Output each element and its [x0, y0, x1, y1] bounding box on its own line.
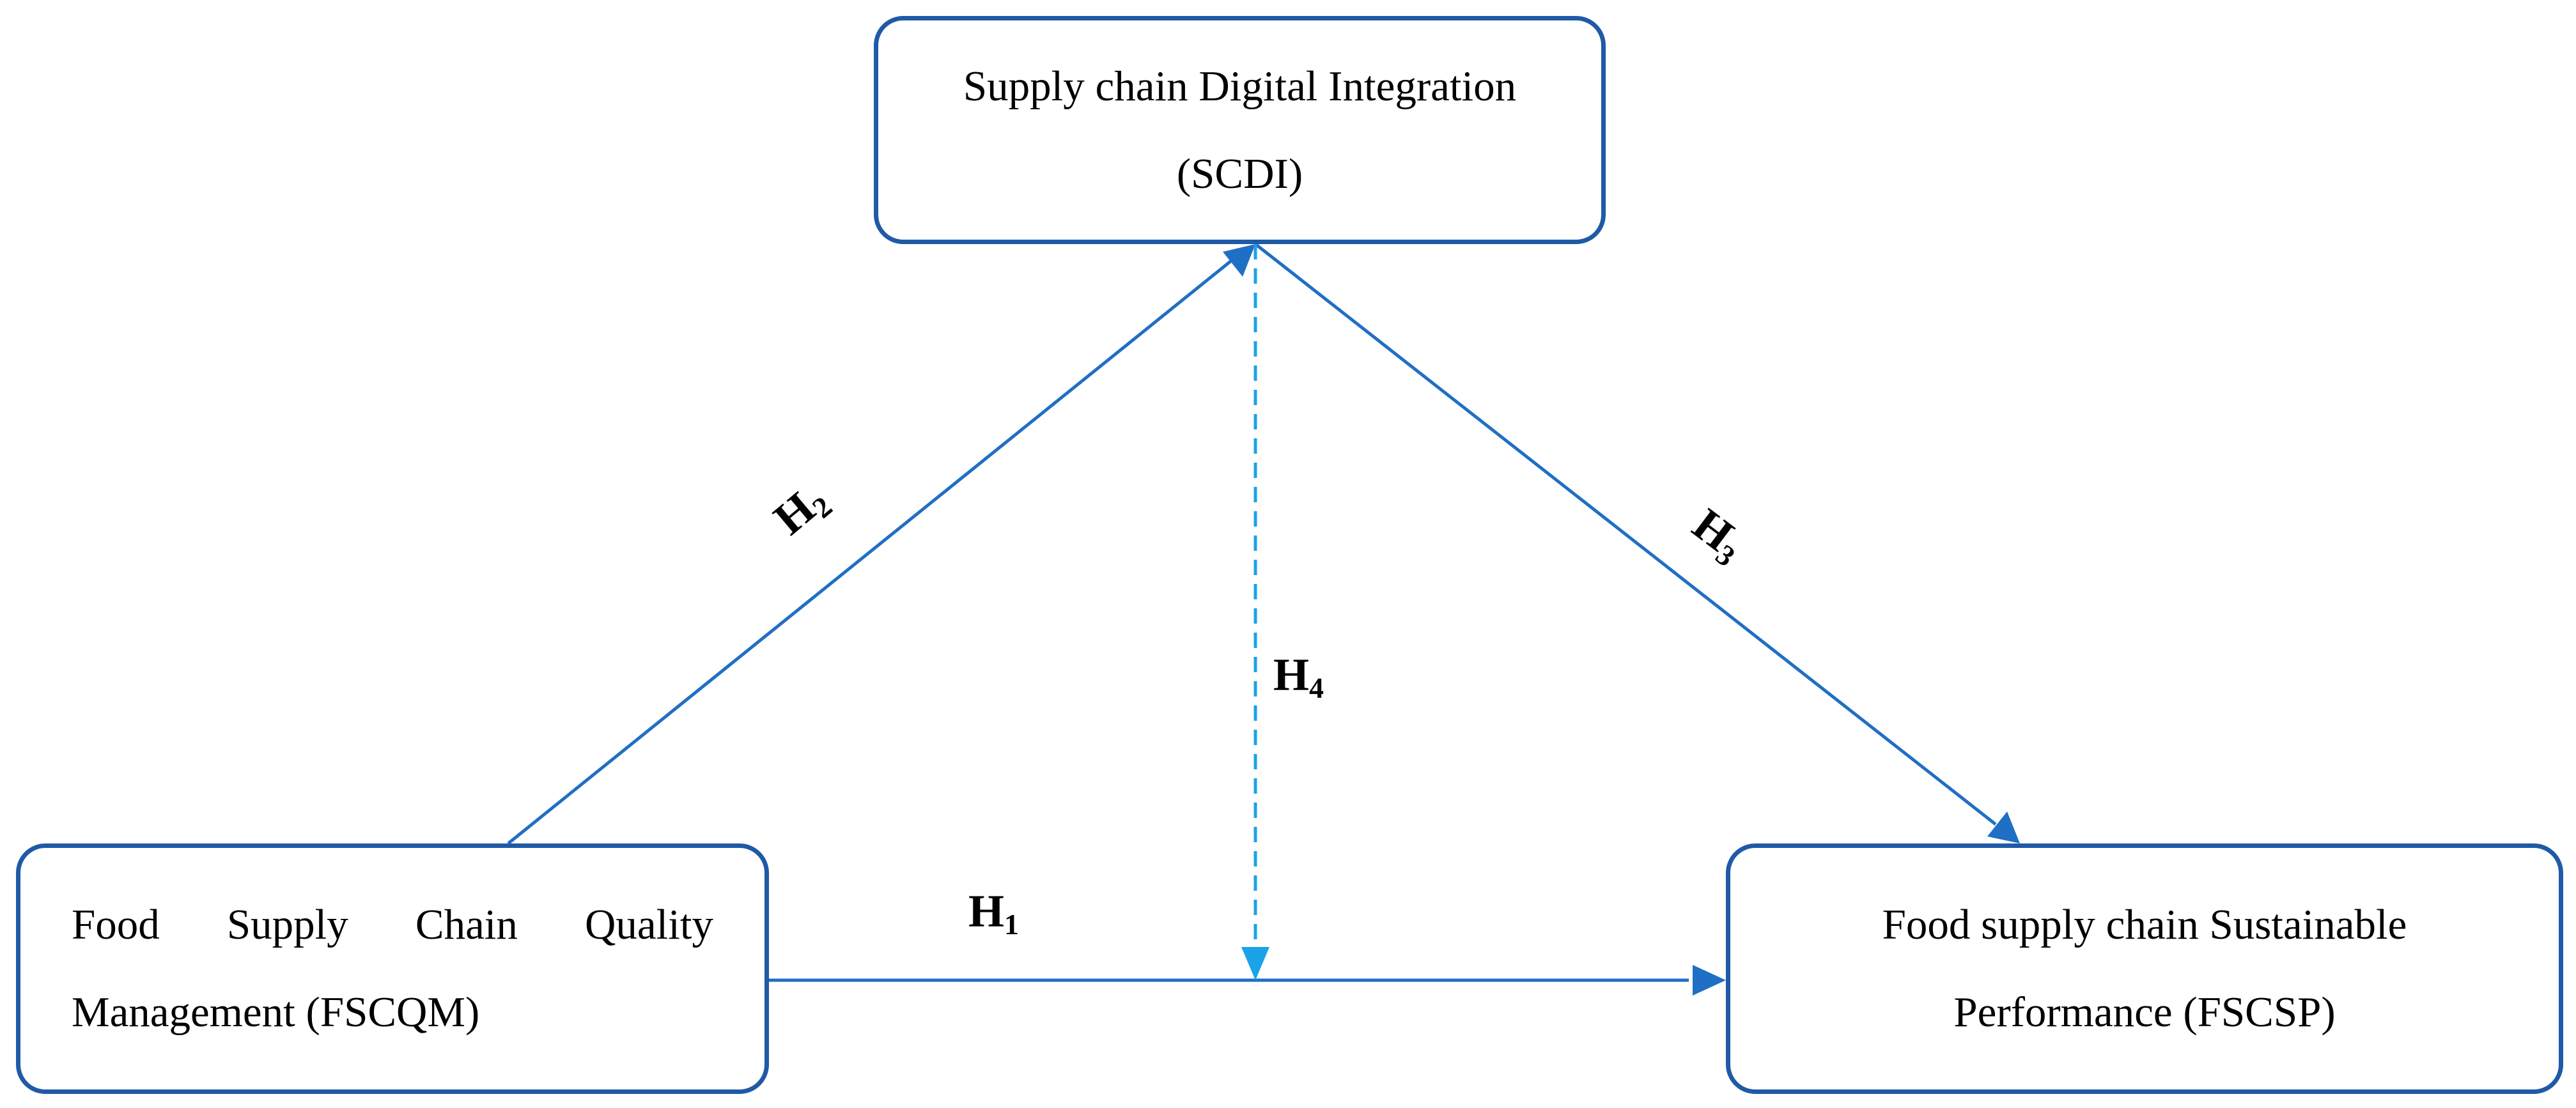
- fscqm-label-line1: Food Supply Chain Quality: [72, 881, 713, 969]
- h1-arrowhead: [1693, 965, 1726, 996]
- fscsp-node: Food supply chain Sustainable Performanc…: [1726, 843, 2563, 1094]
- h4-arrowhead: [1241, 947, 1269, 980]
- h3-arrowhead: [1987, 812, 2020, 843]
- hypothesis-label-h1: H1: [968, 886, 1019, 939]
- scdi-label-line1: Supply chain Digital Integration: [963, 62, 1517, 110]
- h1-letter: H: [968, 886, 1005, 937]
- scdi-label-line2: (SCDI): [1176, 150, 1303, 197]
- fscqm-word-quality: Quality: [585, 901, 713, 948]
- fscqm-word-supply: Supply: [226, 901, 348, 948]
- h4-subscript: 4: [1309, 672, 1324, 704]
- h4-letter: H: [1273, 649, 1310, 700]
- hypothesis-label-h4: H4: [1273, 649, 1324, 703]
- fscsp-label-line2: Performance (FSCSP): [1953, 989, 2336, 1036]
- fscqm-label-line2: Management (FSCQM): [72, 989, 480, 1036]
- h2-arrowhead: [1223, 244, 1255, 277]
- fscqm-node: Food Supply Chain Quality Management (FS…: [16, 843, 769, 1094]
- h2-arrow-line: [507, 258, 1235, 845]
- h1-subscript: 1: [1004, 908, 1020, 941]
- fscqm-word-chain: Chain: [415, 901, 518, 948]
- scdi-node: Supply chain Digital Integration (SCDI): [874, 16, 1606, 244]
- fscsp-label-line1: Food supply chain Sustainable: [1882, 901, 2407, 948]
- fscqm-word-food: Food: [72, 901, 160, 948]
- h3-arrow-line: [1254, 243, 1997, 826]
